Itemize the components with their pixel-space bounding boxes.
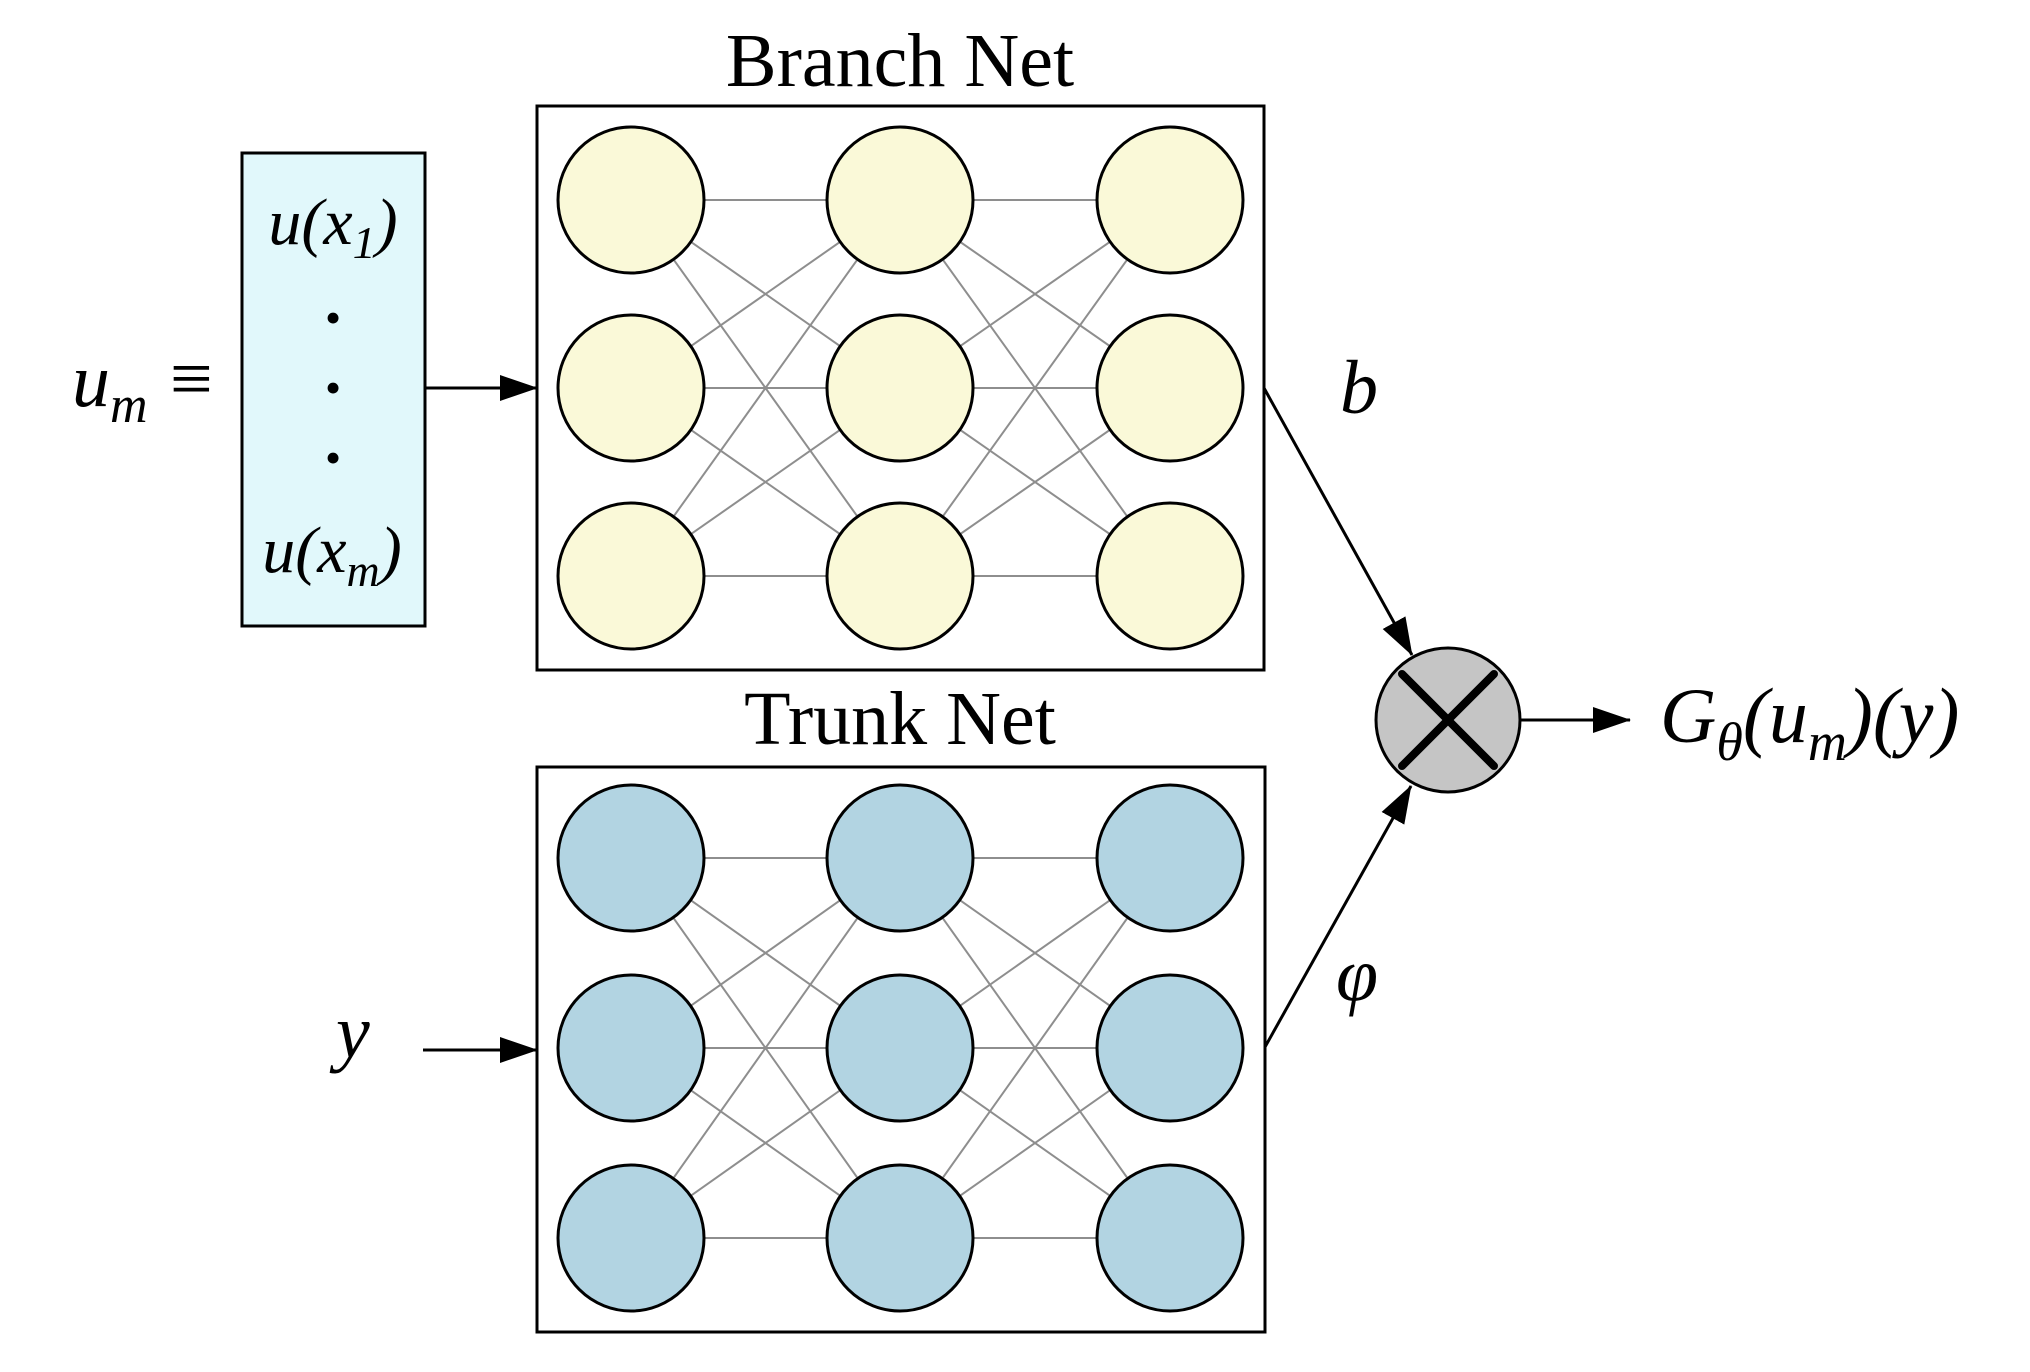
trunk-neuron	[556, 1163, 706, 1313]
trunk-input-label: y	[329, 990, 370, 1074]
trunk-net-edge	[630, 857, 901, 1239]
input-vector-last-entry: u(xm)	[262, 514, 402, 596]
branch-neuron	[556, 501, 706, 651]
trunk-net-edge	[899, 857, 1171, 1239]
branch-net-title: Branch Net	[726, 19, 1074, 103]
branch-neuron	[825, 125, 975, 275]
branch-net-edge	[630, 199, 901, 577]
input-function-label: um	[72, 339, 148, 434]
branch-net-nodes	[556, 125, 1245, 651]
output-expression: Gθ(um)(y)	[1660, 672, 1959, 772]
branch-net-edge	[899, 199, 1171, 577]
branch-neuron	[825, 313, 975, 463]
ellipsis-dot: •	[325, 362, 341, 413]
trunk-neuron	[556, 783, 706, 933]
equivalence-symbol: ≡	[170, 337, 213, 421]
trunk-neuron	[825, 1163, 975, 1313]
branch-neuron	[1095, 501, 1245, 651]
trunk-output-label: φ	[1336, 933, 1378, 1017]
trunk-neuron	[1095, 973, 1245, 1123]
branch-neuron	[1095, 313, 1245, 463]
trunk-neuron	[556, 973, 706, 1123]
branch-neuron	[1095, 125, 1245, 275]
trunk-net-nodes	[556, 783, 1245, 1313]
branch-neuron	[556, 125, 706, 275]
multiply-node	[1374, 646, 1522, 794]
trunk-neuron	[825, 783, 975, 933]
multiply-icon	[1398, 670, 1498, 770]
trunk-net-title: Trunk Net	[744, 677, 1056, 761]
branch-neuron	[825, 501, 975, 651]
trunk-output-arrow	[1263, 785, 1413, 1048]
trunk-neuron	[825, 973, 975, 1123]
branch-neuron	[556, 313, 706, 463]
branch-output-label: b	[1340, 346, 1378, 430]
trunk-neuron	[1095, 1163, 1245, 1313]
input-vector-first-entry: u(x1)	[268, 186, 397, 268]
trunk-neuron	[1095, 783, 1245, 933]
branch-output-arrow	[1262, 387, 1414, 656]
ellipsis-dot: •	[325, 292, 341, 343]
input-vector-box	[240, 151, 427, 628]
ellipsis-dot: •	[325, 432, 341, 483]
